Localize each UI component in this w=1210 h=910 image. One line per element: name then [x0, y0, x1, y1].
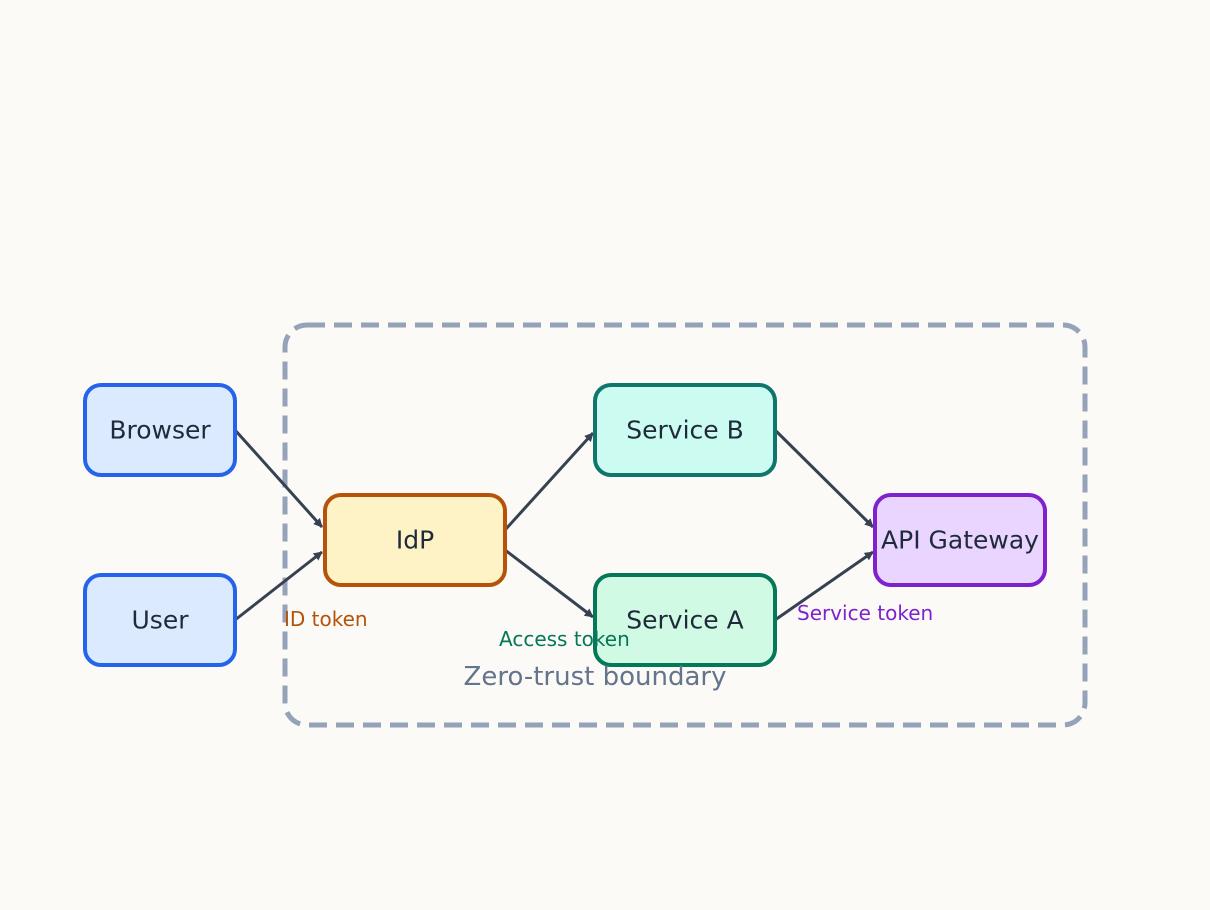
- edge-label-access-token: Access token: [499, 627, 630, 651]
- edge-label-id-token: ID token: [284, 607, 368, 631]
- zero-trust-boundary: [282, 322, 1088, 728]
- edge-user-to-idp: [234, 550, 323, 622]
- node-api-gateway-label: API Gateway: [881, 526, 1039, 555]
- node-service-b[interactable]: Service B: [593, 383, 777, 477]
- node-service-a-box: [593, 573, 777, 667]
- edge-label-service-token: Service token: [797, 601, 933, 625]
- boundary-label: Zero-trust boundary: [464, 662, 727, 692]
- node-idp-label: IdP: [396, 526, 434, 555]
- edge-idp-to-service-a: [504, 548, 594, 619]
- node-browser-label: Browser: [109, 416, 211, 445]
- edges-group: [233, 428, 875, 622]
- node-api-gateway-box: [873, 493, 1047, 587]
- node-service-b-label: Service B: [626, 416, 744, 445]
- node-idp[interactable]: IdP: [323, 493, 507, 587]
- node-user[interactable]: User: [83, 573, 237, 667]
- edge-browser-to-idp: [233, 428, 324, 529]
- node-user-label: User: [132, 606, 190, 635]
- node-user-box: [83, 573, 237, 667]
- node-service-a[interactable]: Service A: [593, 573, 777, 667]
- edge-idp-to-service-b: [503, 431, 595, 532]
- edge-service-b-to-api-gateway: [773, 428, 875, 529]
- node-idp-box: [323, 493, 507, 587]
- node-browser[interactable]: Browser: [83, 383, 237, 477]
- node-service-b-box: [593, 383, 777, 477]
- node-api-gateway[interactable]: API Gateway: [873, 493, 1047, 587]
- edge-service-a-to-api-gateway: [774, 550, 874, 622]
- node-browser-box: [83, 383, 237, 477]
- node-service-a-label: Service A: [626, 606, 743, 635]
